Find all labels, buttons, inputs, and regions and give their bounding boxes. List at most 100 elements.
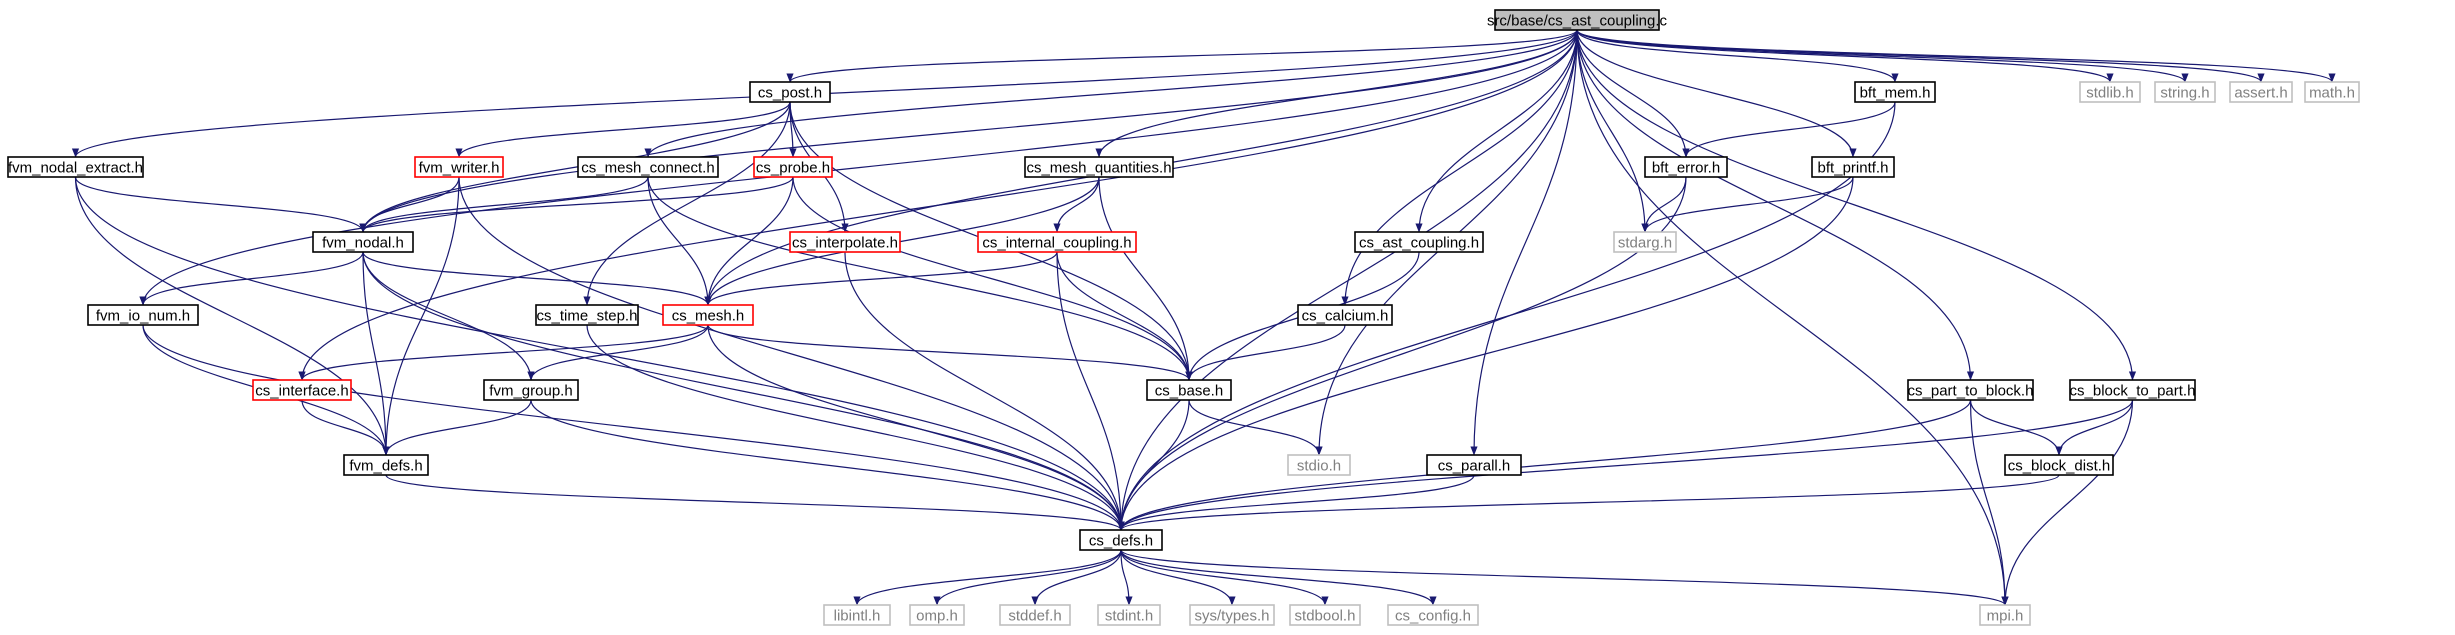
node-label: stdarg.h	[1618, 235, 1672, 252]
node-label: mpi.h	[1987, 608, 2024, 625]
node-box	[1811, 156, 1895, 178]
node-box	[1079, 529, 1163, 551]
edge-root-to-cs_block_to_part	[1576, 29, 2137, 381]
edge-fvm_nodal_extract-to-cs_defs	[74, 176, 1125, 531]
node-cs-mesh-connect[interactable]: cs_mesh_connect.h	[577, 156, 719, 178]
node-box	[823, 604, 891, 626]
node-fvm-group[interactable]: fvm_group.h	[483, 379, 579, 401]
edge-fvm_nodal-to-cs_defs	[362, 251, 1125, 531]
node-bft-error[interactable]: bft_error.h	[1644, 156, 1728, 178]
edge-fvm_nodal-to-fvm_group	[362, 251, 535, 381]
node-box	[2154, 81, 2216, 103]
node-label: cs_mesh_connect.h	[581, 160, 714, 177]
edge-root-to-math	[1576, 29, 2336, 83]
node-fvm-nodal[interactable]: fvm_nodal.h	[312, 231, 414, 253]
node-label: cs_calcium.h	[1302, 308, 1389, 325]
node-cs-block-dist[interactable]: cs_block_dist.h	[2004, 454, 2114, 476]
edge-cs_defs-to-mpi	[1120, 549, 2009, 606]
edge-cs_post-to-fvm_writer	[455, 101, 791, 158]
node-cs-post[interactable]: cs_post.h	[749, 81, 831, 103]
edge-root-to-cs_post	[786, 29, 1578, 83]
node-cs-interpolate[interactable]: cs_interpolate.h	[789, 231, 901, 253]
edge-cs_probe-to-cs_mesh	[704, 176, 794, 306]
node-fvm-nodal-extract[interactable]: fvm_nodal_extract.h	[7, 156, 144, 178]
node-box	[1494, 9, 1660, 31]
node-label: sys/types.h	[1194, 608, 1269, 625]
edge-cs_mesh_connect-to-cs_mesh	[647, 176, 712, 306]
node-box	[1613, 231, 1677, 253]
node-label: fvm_defs.h	[349, 458, 422, 475]
node-box	[1644, 156, 1728, 178]
node-fvm-defs[interactable]: fvm_defs.h	[343, 454, 429, 476]
node-label: cs_base.h	[1155, 383, 1223, 400]
edge-bft_printf-to-cs_defs	[1117, 176, 1854, 531]
node-cs-mesh-quantities[interactable]: cs_mesh_quantities.h	[1024, 156, 1174, 178]
edge-cs_mesh_quantities-to-cs_internal_coupling	[1053, 176, 1100, 233]
node-box	[312, 231, 414, 253]
node-fvm-writer[interactable]: fvm_writer.h	[414, 156, 504, 178]
edge-cs_calcium-to-cs_base	[1185, 324, 1346, 381]
node-label: cs_ast_coupling.h	[1359, 235, 1479, 252]
node-cs-mesh[interactable]: cs_mesh.h	[662, 304, 754, 326]
edge-root-to-stdarg	[1576, 29, 1649, 233]
node-cs-calcium[interactable]: cs_calcium.h	[1297, 304, 1393, 326]
node-label: bft_error.h	[1652, 160, 1720, 177]
node-label: stdio.h	[1297, 458, 1341, 475]
node-label: fvm_io_num.h	[96, 308, 190, 325]
node-box	[1907, 379, 2034, 401]
node-box	[87, 304, 199, 326]
node-label: cs_block_dist.h	[2008, 458, 2111, 475]
edge-cs_part_to_block-to-cs_defs	[1117, 399, 1972, 531]
edge-root-to-cs_part_to_block	[1576, 29, 1975, 381]
node-box	[662, 304, 754, 326]
node-cs-interface[interactable]: cs_interface.h	[252, 379, 352, 401]
node-box	[789, 231, 901, 253]
node-label: cs_part_to_block.h	[1908, 383, 2034, 400]
node-box	[535, 304, 639, 326]
node-stdbool: stdbool.h	[1289, 604, 1361, 626]
node-cs-block-to-part[interactable]: cs_block_to_part.h	[2069, 379, 2196, 401]
node-box	[1979, 604, 2031, 626]
node-cs-parall[interactable]: cs_parall.h	[1426, 454, 1522, 476]
node-assert: assert.h	[2229, 81, 2293, 103]
node-box	[2304, 81, 2360, 103]
edge-cs_defs-to-cs_config	[1120, 549, 1437, 606]
node-sys-types: sys/types.h	[1189, 604, 1275, 626]
node-stdio: stdio.h	[1287, 454, 1351, 476]
node-label: cs_time_step.h	[537, 308, 638, 325]
node-cs-internal-coupling[interactable]: cs_internal_coupling.h	[977, 231, 1137, 253]
edge-cs_internal_coupling-to-cs_mesh	[704, 251, 1058, 306]
node-bft-mem[interactable]: bft_mem.h	[1854, 81, 1936, 103]
edge-cs_parall-to-cs_defs	[1117, 474, 1475, 531]
edge-root-to-cs_ast_coupling	[1415, 29, 1578, 233]
edge-cs_block_to_part-to-mpi	[2001, 399, 2134, 606]
node-cs-time-step[interactable]: cs_time_step.h	[535, 304, 639, 326]
node-cs-probe[interactable]: cs_probe.h	[753, 156, 833, 178]
edge-fvm_nodal-to-fvm_defs	[362, 251, 390, 456]
node-bft-printf[interactable]: bft_printf.h	[1811, 156, 1895, 178]
edge-cs_post-to-cs_time_step	[583, 101, 791, 306]
node-cs-config: cs_config.h	[1387, 604, 1479, 626]
node-stddef: stddef.h	[999, 604, 1071, 626]
node-box	[483, 379, 579, 401]
edge-cs_interface-to-fvm_defs	[301, 399, 390, 456]
edge-fvm_io_num-to-cs_defs	[142, 324, 1125, 531]
edge-cs_mesh-to-fvm_group	[527, 324, 709, 381]
edge-cs_mesh-to-cs_defs	[707, 324, 1125, 531]
node-box	[252, 379, 352, 401]
edge-cs_base-to-cs_defs	[1117, 399, 1190, 531]
node-label: cs_interface.h	[255, 383, 348, 400]
node-cs-base[interactable]: cs_base.h	[1146, 379, 1232, 401]
node-box	[1354, 231, 1484, 253]
node-box	[1024, 156, 1174, 178]
node-box	[1289, 604, 1361, 626]
node-label: stddef.h	[1008, 608, 1061, 625]
node-root[interactable]: src/base/cs_ast_coupling.c	[1487, 9, 1668, 31]
node-libintl: libintl.h	[823, 604, 891, 626]
node-fvm-io-num[interactable]: fvm_io_num.h	[87, 304, 199, 326]
node-cs-part-to-block[interactable]: cs_part_to_block.h	[1907, 379, 2034, 401]
node-cs-ast-coupling[interactable]: cs_ast_coupling.h	[1354, 231, 1484, 253]
node-box	[2004, 454, 2114, 476]
node-cs-defs[interactable]: cs_defs.h	[1079, 529, 1163, 551]
node-box	[1387, 604, 1479, 626]
